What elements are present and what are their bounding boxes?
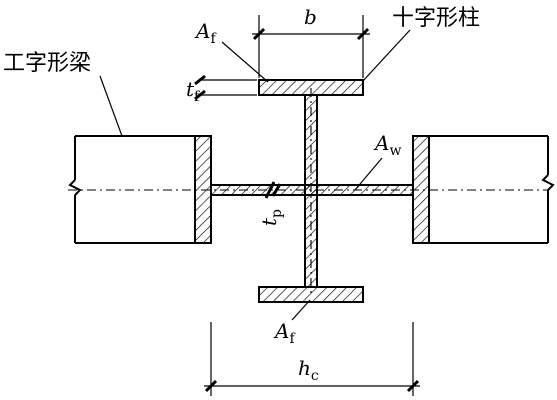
- label-beam: 工字形梁: [3, 51, 91, 76]
- label-tf: tf: [186, 77, 201, 105]
- dimension-tp: [264, 181, 282, 199]
- label-column: 十字形柱: [392, 6, 480, 31]
- cross-column: [210, 79, 414, 303]
- label-af-top: Af: [194, 19, 217, 47]
- dimension-hc: [204, 322, 420, 396]
- dimension-b: [252, 15, 370, 78]
- label-af-bottom: Af: [273, 319, 296, 347]
- label-hc: hc: [298, 356, 319, 384]
- dimension-tf: [194, 74, 257, 101]
- label-b: b: [304, 5, 317, 29]
- right-beam: [412, 135, 555, 244]
- label-tp: tp: [257, 209, 285, 226]
- bottom-flange: [258, 286, 364, 303]
- label-aw: Aw: [373, 131, 401, 159]
